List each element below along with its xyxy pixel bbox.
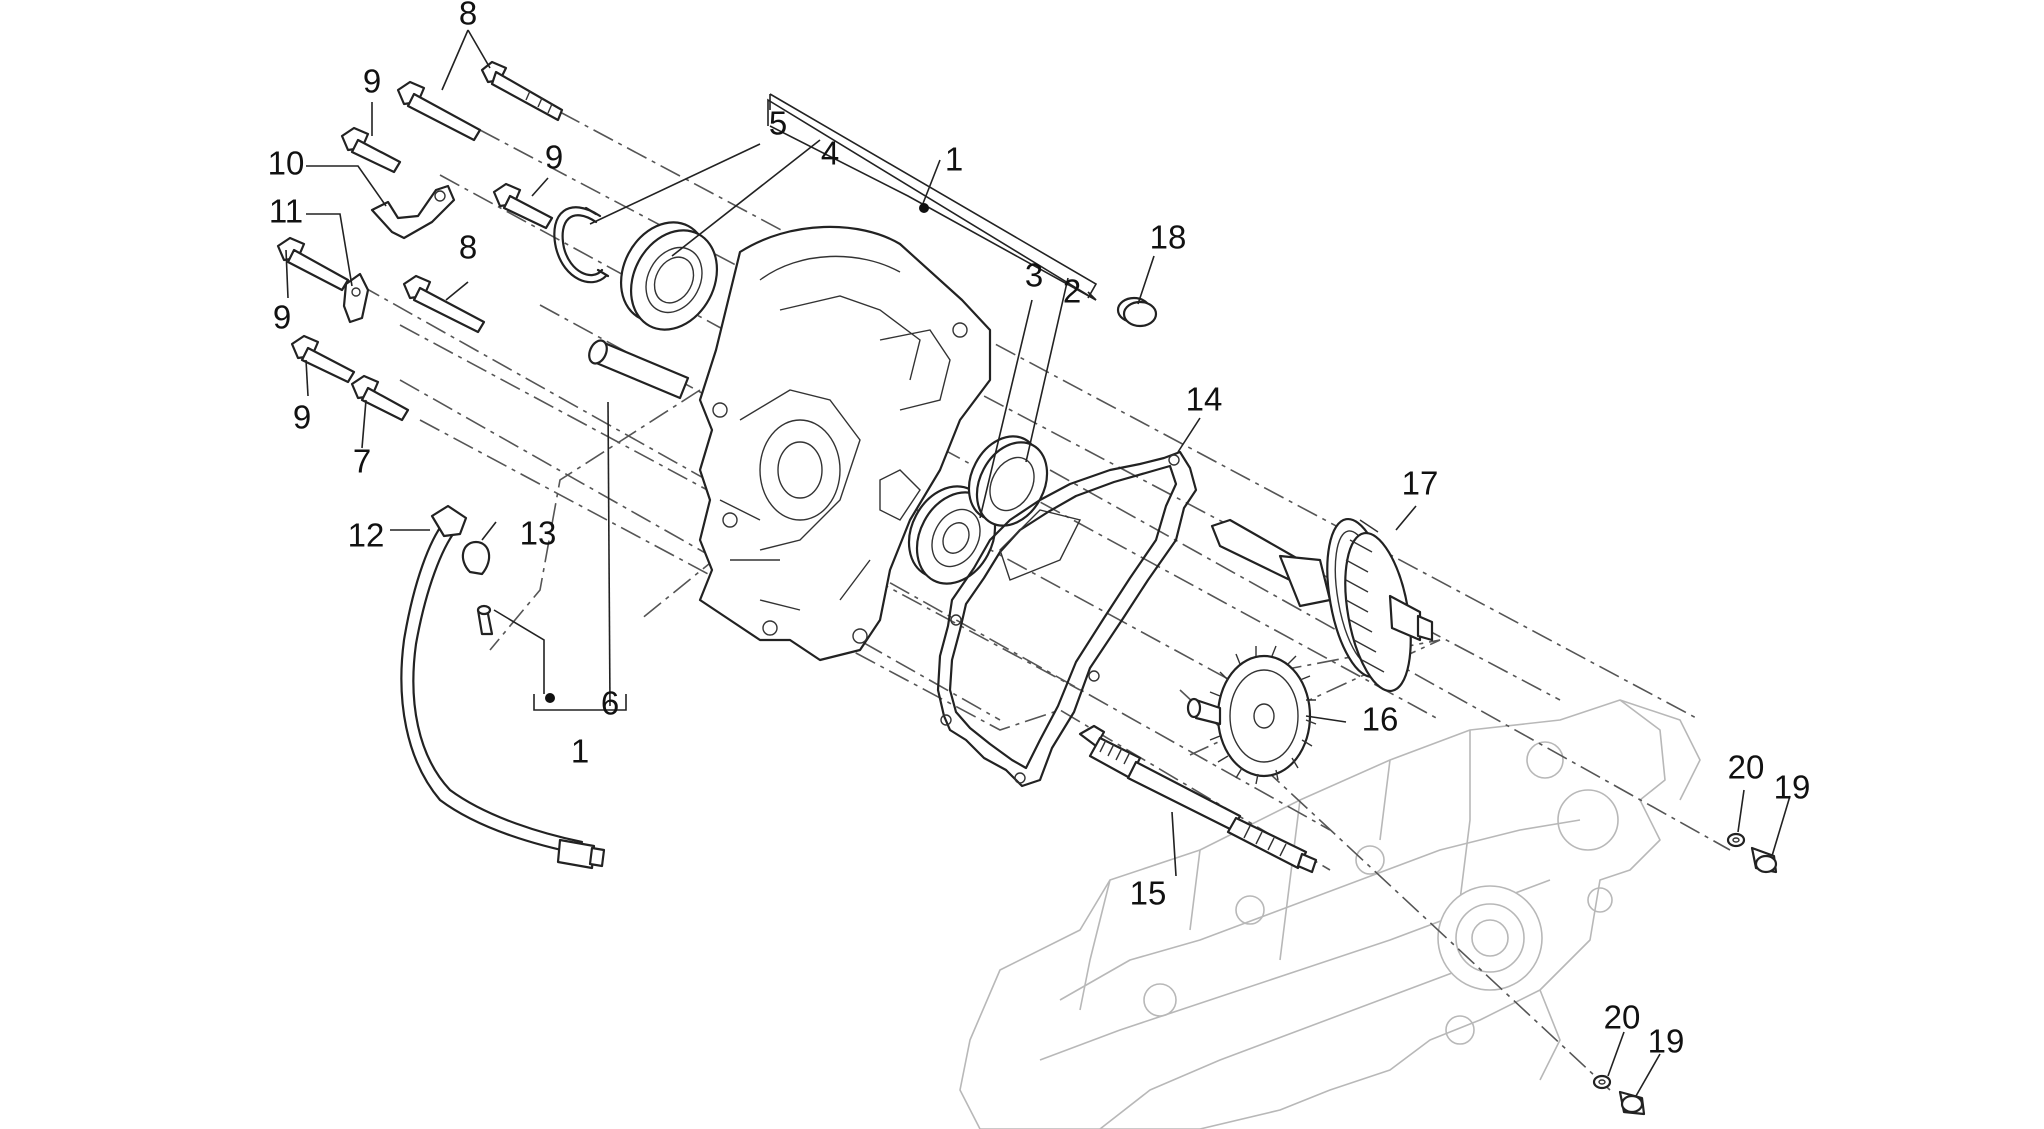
clip-11	[342, 272, 370, 324]
callout-2: 2	[1063, 273, 1081, 310]
breather-tube-12	[400, 504, 606, 870]
callout-14: 14	[1186, 381, 1223, 418]
callout-3: 3	[1025, 257, 1043, 294]
callout-labels: 8 9 5 4 1 10 9 11 8 18 3 2 9 14 9 7 17 1…	[268, 0, 1811, 1060]
assembly-dots	[545, 203, 929, 703]
dowel-pin-6	[588, 339, 690, 400]
assembly-brackets	[533, 93, 1098, 711]
gasket-14	[936, 450, 1198, 788]
callout-11: 11	[269, 193, 303, 230]
washer-20-b	[1592, 1074, 1612, 1090]
bolt-8-top	[480, 60, 564, 122]
callout-15: 15	[1130, 875, 1167, 912]
callout-9-d: 9	[293, 399, 311, 436]
callout-12: 12	[348, 517, 385, 554]
bolt-8-mid	[402, 274, 486, 334]
callout-8-mid: 8	[459, 229, 477, 266]
bolt-9-c	[276, 236, 350, 292]
plug-18	[1116, 296, 1158, 328]
callout-8-top: 8	[459, 0, 477, 32]
callout-9-b: 9	[545, 139, 563, 176]
gear-16	[1186, 645, 1317, 785]
screw-19-b	[1618, 1090, 1646, 1116]
bearing-3	[907, 485, 997, 585]
oil-seal-2	[967, 435, 1049, 527]
shaft-15	[1078, 724, 1318, 874]
bolt-8-upper-left	[396, 80, 482, 142]
callout-13: 13	[520, 515, 557, 552]
washer-20-a	[1726, 832, 1746, 848]
callout-10: 10	[268, 145, 305, 182]
callout-4: 4	[821, 135, 839, 172]
bolt-9-d	[290, 334, 356, 384]
bearing-4	[619, 221, 719, 331]
callout-6: 6	[601, 685, 619, 722]
screw-19-a	[1750, 846, 1778, 874]
callout-9-a: 9	[363, 63, 381, 100]
callout-7: 7	[353, 443, 371, 480]
transmission-cover-1	[698, 225, 992, 662]
crankcase-ghost	[959, 699, 1701, 1129]
leader-lines	[285, 29, 1791, 1097]
callout-1-bottom: 1	[571, 733, 589, 770]
callout-16: 16	[1362, 701, 1399, 738]
bolt-7	[350, 374, 410, 422]
bolt-9-b	[492, 182, 554, 230]
clip-10	[370, 184, 456, 240]
callout-19-a: 19	[1774, 769, 1811, 806]
callout-20-b: 20	[1604, 999, 1641, 1036]
callout-5: 5	[769, 105, 787, 142]
bolt-9-a	[340, 126, 402, 174]
callout-18: 18	[1150, 219, 1187, 256]
callout-9-c: 9	[273, 299, 291, 336]
callout-1-top: 1	[945, 141, 963, 178]
hose-clamp-13	[461, 540, 494, 636]
shaft-17	[1210, 517, 1434, 693]
circlip-5	[553, 206, 610, 284]
callout-20-a: 20	[1728, 749, 1765, 786]
callout-19-b: 19	[1648, 1023, 1685, 1060]
callout-17: 17	[1402, 465, 1439, 502]
